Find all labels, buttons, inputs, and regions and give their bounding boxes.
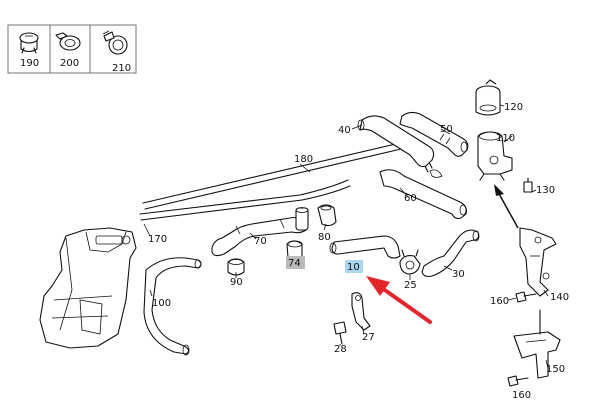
valve-25[interactable] — [399, 249, 421, 275]
highlight-box-74 — [286, 256, 305, 269]
callout-170[interactable]: 170 — [148, 234, 167, 245]
legend-label-210: 210 — [112, 63, 131, 74]
callout-160-upper[interactable]: 160 — [490, 296, 509, 307]
hose-10[interactable] — [329, 235, 401, 259]
callout-labels: 10 25 27 28 30 40 50 60 70 74 80 90 100 … — [148, 102, 569, 401]
bracket-140[interactable] — [519, 227, 557, 297]
bolt-160-lower[interactable] — [507, 375, 529, 387]
sensor-130[interactable] — [523, 177, 533, 193]
screw-clamp-icon[interactable] — [102, 30, 128, 55]
callout-40[interactable]: 40 — [338, 125, 351, 136]
pump-120[interactable] — [475, 79, 501, 116]
callout-180[interactable]: 180 — [294, 154, 313, 165]
highlight-box-10 — [345, 260, 363, 273]
callout-120[interactable]: 120 — [504, 102, 523, 113]
hose-50[interactable] — [399, 111, 469, 157]
legend-label-190: 190 — [20, 58, 39, 69]
callout-110[interactable]: 110 — [496, 133, 515, 144]
bolt-160-upper[interactable] — [515, 291, 537, 303]
callout-50[interactable]: 50 — [440, 124, 453, 135]
callout-60[interactable]: 60 — [404, 193, 417, 204]
callout-100[interactable]: 100 — [152, 298, 171, 309]
callout-74[interactable]: 74 — [288, 258, 301, 269]
valve-110[interactable] — [477, 131, 513, 181]
callout-28[interactable]: 28 — [334, 344, 347, 355]
leader-lines — [143, 104, 549, 369]
callout-140[interactable]: 140 — [550, 292, 569, 303]
legend-frame — [7, 24, 137, 74]
callout-150[interactable]: 150 — [546, 364, 565, 375]
clamp-icon[interactable] — [19, 32, 39, 54]
callout-160-lower[interactable]: 160 — [512, 390, 531, 401]
bolt-28[interactable] — [333, 321, 347, 345]
reservoir-tank[interactable] — [39, 227, 137, 349]
callout-25[interactable]: 25 — [404, 280, 417, 291]
hose-clip-icon[interactable] — [55, 32, 81, 51]
clip-90[interactable] — [227, 258, 245, 276]
red-pointer-arrow — [366, 276, 432, 324]
hose-100[interactable] — [143, 257, 202, 356]
hose-70[interactable] — [211, 207, 309, 257]
callout-80[interactable]: 80 — [318, 232, 331, 243]
hose-30[interactable] — [421, 229, 480, 278]
bracket-150[interactable] — [513, 309, 561, 379]
direction-arrow — [494, 184, 519, 229]
hose-40[interactable] — [357, 115, 435, 168]
callout-130[interactable]: 130 — [536, 185, 555, 196]
legend: 190 200 210 — [7, 24, 137, 74]
callout-30[interactable]: 30 — [452, 269, 465, 280]
callout-27[interactable]: 27 — [362, 332, 375, 343]
legend-label-200: 200 — [60, 58, 79, 69]
clip-27[interactable] — [351, 292, 371, 331]
callout-70[interactable]: 70 — [254, 236, 267, 247]
callout-90[interactable]: 90 — [230, 277, 243, 288]
callout-10[interactable]: 10 — [347, 262, 360, 273]
hose-60[interactable] — [379, 169, 467, 220]
hose-170[interactable] — [139, 179, 351, 221]
connector-80[interactable] — [317, 204, 337, 227]
